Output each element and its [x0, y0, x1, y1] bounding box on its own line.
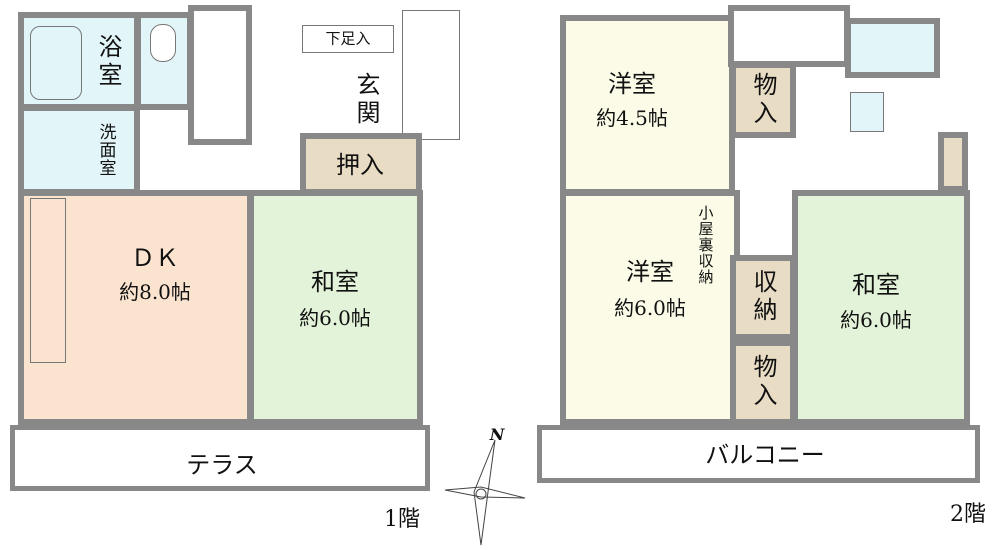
shoe-storage — [302, 25, 394, 53]
washitsu-1f-size: 約6.0帖 — [299, 306, 371, 330]
youshitsu-6-name: 洋室 — [626, 258, 674, 286]
kitchen-counter — [30, 198, 66, 363]
youshitsu-4-5-size: 約4.5帖 — [596, 106, 668, 130]
bath-label: 浴室 — [94, 34, 122, 90]
small-closet-2f — [938, 132, 968, 192]
washitsu-2f — [792, 190, 970, 425]
dk-size: 約8.0帖 — [119, 280, 191, 304]
washitsu-1f — [248, 190, 423, 425]
toilet-2f — [845, 18, 940, 78]
washroom — [18, 105, 140, 195]
terrace — [10, 425, 430, 491]
storage-top — [730, 62, 796, 138]
washroom-label: 洗面室 — [95, 123, 116, 177]
stairs-2f — [728, 5, 850, 67]
washitsu-1f-name: 和室 — [311, 268, 359, 296]
shoe-storage-label: 下足入 — [325, 29, 371, 48]
entrance-label: 玄関 — [352, 72, 380, 128]
balcony — [537, 425, 980, 483]
entrance-porch — [402, 10, 460, 140]
youshitsu-4-5 — [560, 15, 735, 195]
storage-top-label: 物入 — [749, 72, 777, 128]
dk-name: ＤＫ — [131, 244, 179, 272]
bathtub-icon — [30, 26, 82, 100]
washitsu-2f-name: 和室 — [852, 271, 900, 299]
stairs-1f — [188, 5, 252, 145]
balcony-label: バルコニー — [705, 441, 825, 469]
storage-mid-label: 収納 — [749, 269, 777, 325]
closet-1f-label: 押入 — [336, 151, 384, 179]
attic-storage-label: 小屋裏収納 — [696, 205, 715, 285]
storage-bottom-label: 物入 — [749, 354, 777, 410]
toilet-icon — [150, 24, 176, 62]
compass-north: N — [489, 425, 505, 444]
youshitsu-6 — [560, 190, 740, 425]
washitsu-2f-size: 約6.0帖 — [840, 308, 912, 332]
terrace-label: テラス — [186, 451, 258, 479]
floor2-label: 2階 — [950, 502, 986, 527]
youshitsu-4-5-name: 洋室 — [608, 70, 656, 98]
sink-2f — [850, 92, 884, 132]
floor1-label: 1階 — [384, 507, 420, 532]
youshitsu-6-size: 約6.0帖 — [614, 296, 686, 320]
